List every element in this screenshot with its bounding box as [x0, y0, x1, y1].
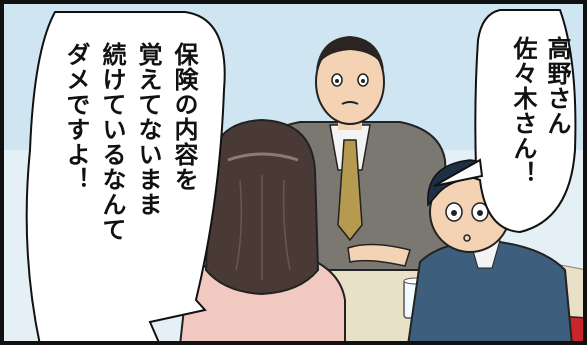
speech-line: 覚えてないまま	[134, 42, 162, 217]
older-man-hair	[316, 36, 384, 70]
young-man-right-pupil	[477, 210, 483, 216]
speech-balloon-right	[433, 9, 577, 234]
speech-line: 高野さん	[543, 36, 571, 136]
older-man-mouth	[341, 101, 359, 105]
speech-line: 佐々木さん！	[509, 36, 537, 186]
speech-text-right: 高野さん 佐々木さん！	[506, 36, 574, 296]
woman-figure	[178, 118, 346, 345]
older-man-hand	[347, 243, 411, 267]
young-man-left-pupil	[451, 210, 457, 216]
speech-line: 保険の内容を	[170, 42, 198, 192]
woman-hair-highlight	[227, 152, 299, 162]
speech-text-left: 保険の内容を 覚えてないまま 続けているなんて ダメですよ！	[58, 42, 202, 332]
speech-balloon-left	[25, 11, 226, 345]
speech-line: 続けているなんて	[98, 42, 126, 242]
young-man-mouth	[463, 234, 471, 242]
older-man-right-pupil	[361, 79, 365, 83]
woman-hair-strands	[235, 175, 291, 280]
speech-line: ダメですよ！	[62, 42, 90, 192]
older-man-left-pupil	[335, 79, 339, 83]
tie-icon	[337, 139, 363, 242]
speech-balloon-right-tail	[433, 158, 484, 187]
